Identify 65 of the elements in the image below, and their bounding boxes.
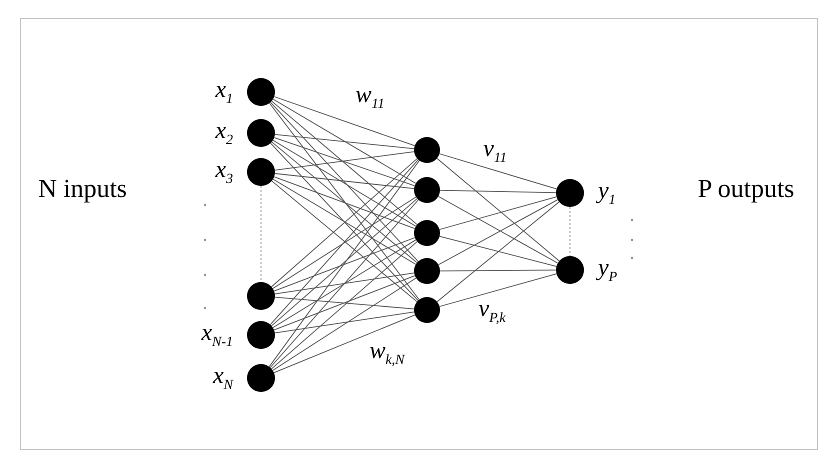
variable-label: y$_{1}$: [598, 179, 616, 208]
connection-line: [274, 314, 416, 374]
weight-label: w$_{k,N}$: [368, 338, 406, 368]
connection-line: [272, 140, 416, 227]
connection-line: [271, 100, 418, 226]
neuron-circle: [414, 137, 440, 163]
variable-label: x$_{2}$: [215, 119, 233, 148]
connection-line: [272, 196, 416, 289]
connection-line: [272, 278, 417, 371]
variable-label: y$_{P}$: [598, 256, 618, 285]
connection-line: [439, 153, 558, 190]
connection-line: [274, 134, 415, 150]
connection-line: [439, 273, 557, 307]
connection-line: [274, 272, 415, 294]
connection-line: [274, 176, 416, 229]
connection-line: [260, 186, 262, 282]
connection-line: [439, 236, 557, 267]
weight-label: w$_{11}$: [354, 82, 386, 112]
connection-line: [270, 159, 419, 326]
variable-label: x$_{N-1}$: [201, 321, 233, 350]
weight-label: v$_{11}$: [482, 136, 508, 166]
connection-line: [270, 102, 419, 262]
weight-label: v$_{P,k}$: [477, 296, 507, 326]
connection-line: [271, 158, 418, 288]
connection-line: [274, 296, 414, 310]
connection-line: [436, 158, 560, 262]
connection-line: [274, 311, 415, 334]
neuron-circle: [556, 256, 584, 284]
variable-label: x$_{1}$: [215, 78, 233, 107]
connection-line: [271, 180, 418, 302]
neuron-circle: [414, 177, 440, 203]
connection-line: [436, 201, 560, 302]
variable-label: x$_{N}$: [213, 364, 233, 393]
connection-line: [270, 199, 419, 368]
neuron-circle: [414, 220, 440, 246]
neuron-circle: [247, 364, 275, 392]
connection-line: [274, 173, 415, 190]
connection-line: [272, 98, 416, 184]
neuron-circle: [247, 321, 275, 349]
neuron-circle: [247, 282, 275, 310]
neuron-circle: [414, 297, 440, 323]
neuron-circle: [247, 158, 275, 186]
neuron-circle: [247, 119, 275, 147]
connection-line: [440, 190, 556, 194]
connection-line: [274, 96, 416, 146]
connection-line: [269, 102, 420, 300]
connection-line: [270, 142, 419, 301]
connection-line: [440, 270, 556, 272]
connection-line: [271, 198, 418, 326]
connection-line: [272, 178, 416, 265]
variable-label: x$_{3}$: [215, 158, 233, 187]
connection-line: [274, 275, 416, 330]
layer-label: P outputs: [696, 175, 796, 204]
connection-line: [271, 142, 418, 264]
layer-label: N inputs: [37, 175, 128, 204]
neuron-circle: [247, 78, 275, 106]
connection-line: [268, 160, 420, 368]
neuron-circle: [556, 179, 584, 207]
connection-line: [271, 241, 418, 370]
connection-line: [274, 137, 416, 186]
neuron-circle: [414, 258, 440, 284]
connection-line: [439, 196, 557, 230]
connection-line: [272, 239, 416, 328]
connection-line: [274, 237, 416, 292]
connection-line: [274, 151, 415, 171]
